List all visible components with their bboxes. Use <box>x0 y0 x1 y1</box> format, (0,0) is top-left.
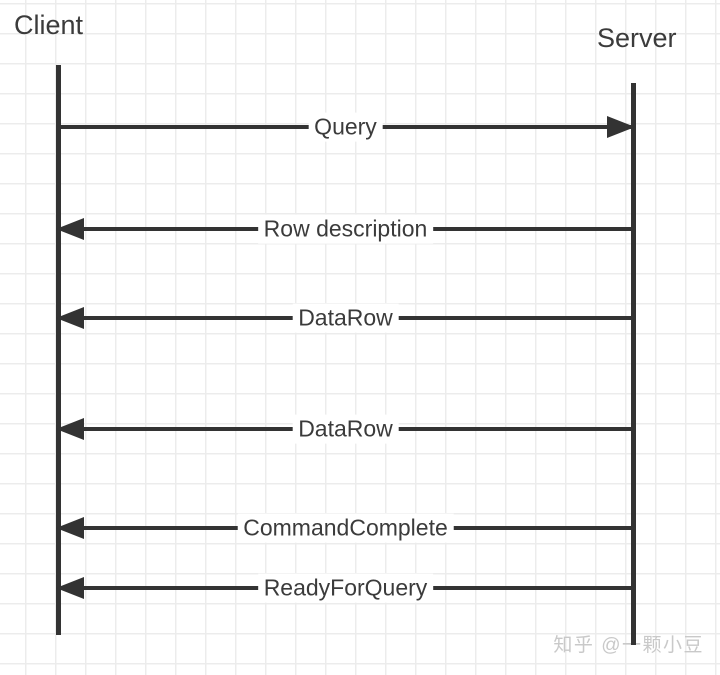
message-label: Row description <box>257 214 434 244</box>
message-datarow-1: DataRow <box>56 303 633 333</box>
actor-label-server: Server <box>597 23 677 53</box>
server-lifeline <box>631 83 636 645</box>
message-label: Query <box>308 112 383 142</box>
client-lifeline <box>56 65 61 635</box>
arrowhead-right-icon <box>607 116 635 138</box>
actor-label-client: Client <box>14 10 84 40</box>
message-row-description: Row description <box>56 214 633 244</box>
message-label: DataRow <box>292 303 399 333</box>
watermark: 知乎 @一颗小豆 <box>553 635 704 656</box>
arrowhead-left-icon <box>56 218 84 240</box>
message-label: CommandComplete <box>237 513 454 543</box>
arrowhead-left-icon <box>56 577 84 599</box>
message-label: DataRow <box>292 414 399 444</box>
arrowhead-left-icon <box>56 307 84 329</box>
message-readyforquery: ReadyForQuery <box>56 573 633 603</box>
arrowhead-left-icon <box>56 418 84 440</box>
message-label: ReadyForQuery <box>257 573 434 603</box>
message-datarow-2: DataRow <box>56 414 633 444</box>
arrowhead-left-icon <box>56 517 84 539</box>
message-commandcomplete: CommandComplete <box>56 513 633 543</box>
message-query: Query <box>58 112 635 142</box>
